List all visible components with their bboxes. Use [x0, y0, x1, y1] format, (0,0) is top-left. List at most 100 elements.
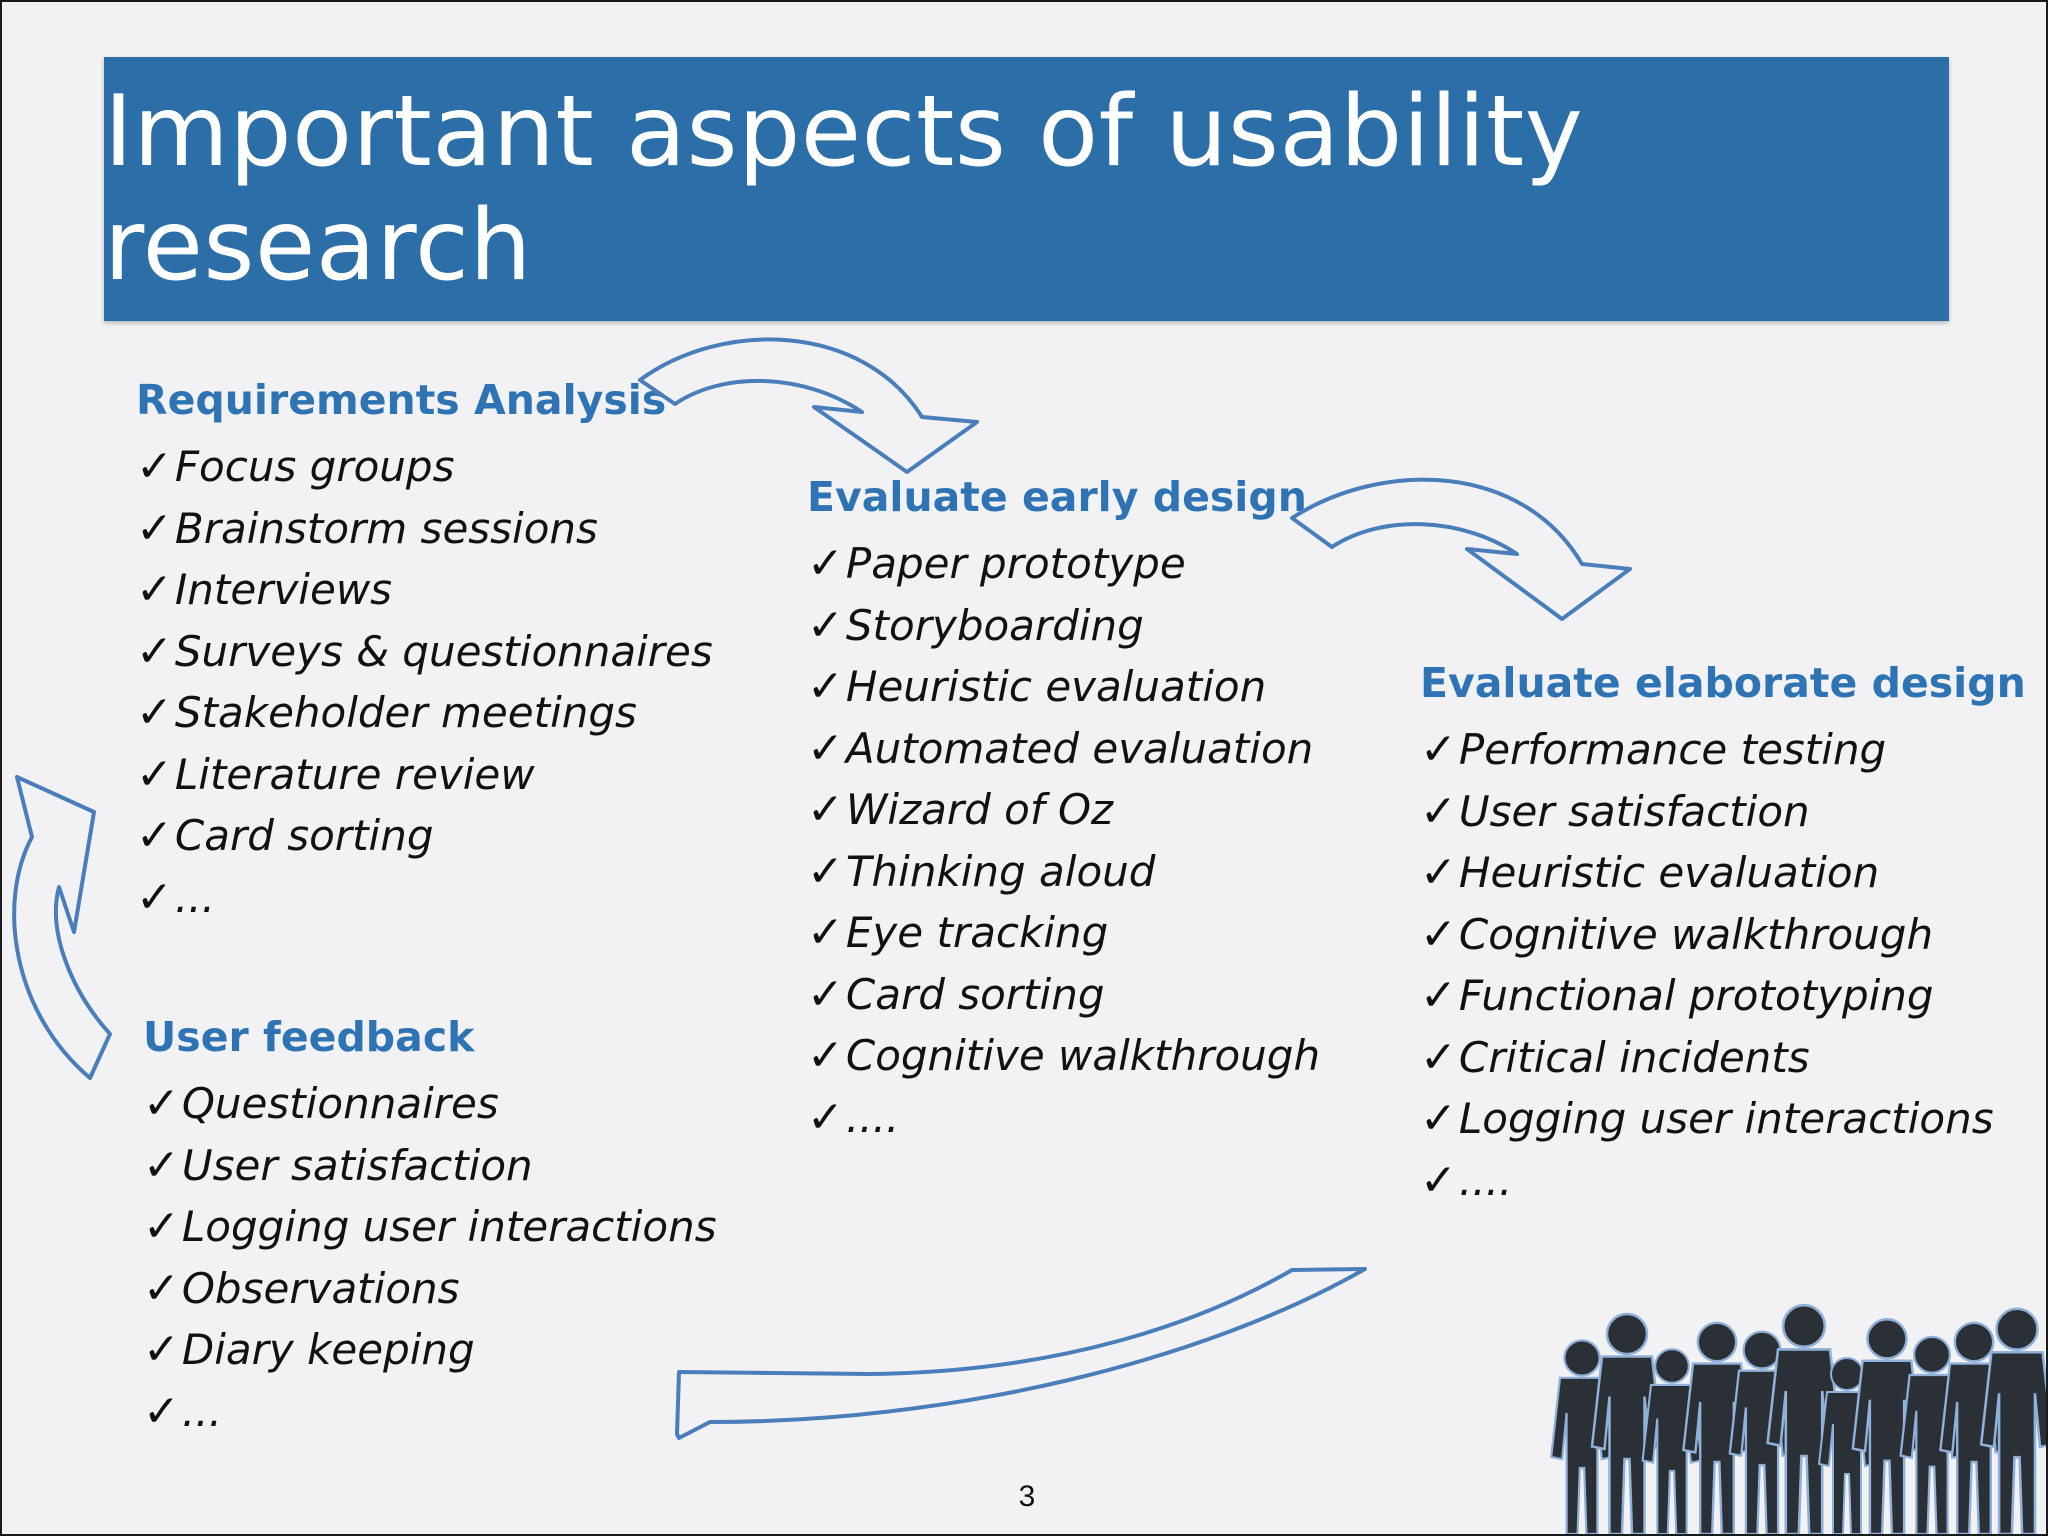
curved-arrow-icon	[675, 1267, 1367, 1440]
list-item-text: Functional prototyping	[1458, 971, 1934, 1020]
list-item-text: Cognitive walkthrough	[845, 1031, 1321, 1080]
list-item: ✓Thinking aloud	[807, 841, 1320, 903]
check-icon: ✓	[143, 1139, 180, 1191]
check-icon: ✓	[807, 784, 844, 835]
section-requirements-analysis: Requirements Analysis ✓Focus groups✓Brai…	[136, 372, 713, 928]
list-item-text: Heuristic evaluation	[845, 662, 1267, 711]
check-icon: ✓	[1420, 1031, 1457, 1083]
list-item-text: Interviews	[174, 565, 393, 614]
list-item-text: Performance testing	[1458, 725, 1887, 774]
list-item-text: Card sorting	[174, 811, 434, 860]
section-evaluate-elaborate-design: Evaluate elaborate design ✓Performance t…	[1420, 655, 2026, 1211]
check-icon: ✓	[136, 687, 173, 738]
list-item: ✓Heuristic evaluation	[807, 656, 1320, 718]
list-item: ✓Logging user interactions	[1420, 1088, 2026, 1150]
list-item-text: Card sorting	[845, 969, 1105, 1019]
list-item: ✓Eye tracking	[807, 902, 1320, 964]
check-icon: ✓	[143, 1324, 180, 1375]
list-item-text: Focus groups	[174, 442, 455, 491]
list-item: ✓Observations	[143, 1258, 717, 1320]
list-item: ✓Focus groups	[136, 436, 713, 498]
list-item: ✓....	[1420, 1150, 2026, 1212]
list-item: ✓Brainstorm sessions	[136, 498, 713, 560]
list-item-text: Stakeholder meetings	[174, 688, 637, 737]
list-item: ✓Performance testing	[1420, 719, 2026, 781]
list-item: ✓Surveys & questionnaires	[136, 621, 713, 683]
list-item: ✓Questionnaires	[143, 1073, 717, 1135]
list-item-text: User satisfaction	[181, 1140, 533, 1190]
check-icon: ✓	[143, 1201, 180, 1252]
check-icon: ✓	[136, 810, 173, 861]
section-heading: Evaluate early design	[807, 473, 1307, 521]
page-number: 3	[1018, 1480, 1036, 1513]
list-item-text: ....	[1458, 1155, 1513, 1205]
list-item: ✓Literature review	[136, 744, 713, 806]
check-icon: ✓	[807, 1091, 844, 1143]
list-item: ✓Logging user interactions	[143, 1196, 717, 1258]
list-item: ✓Interviews	[136, 559, 713, 621]
list-item: ✓User satisfaction	[1420, 781, 2026, 843]
list-item: ✓Diary keeping	[143, 1319, 717, 1381]
list-item: ✓Cognitive walkthrough	[1420, 904, 2026, 966]
list-item: ✓Heuristic evaluation	[1420, 842, 2026, 904]
list-item-text: Paper prototype	[845, 539, 1186, 588]
check-icon: ✓	[136, 748, 173, 800]
list-item-text: Diary keeping	[181, 1325, 475, 1374]
list-item-text: ....	[845, 1092, 900, 1142]
section-list: ✓Focus groups✓Brainstorm sessions✓Interv…	[136, 436, 713, 928]
slide-title: Important aspects of usability research	[104, 75, 1584, 303]
section-list: ✓Paper prototype✓Storyboarding✓Heuristic…	[807, 533, 1320, 1148]
check-icon: ✓	[807, 907, 844, 958]
check-icon: ✓	[136, 625, 173, 677]
check-icon: ✓	[1420, 785, 1457, 837]
check-icon: ✓	[136, 871, 173, 923]
curved-arrow-icon	[12, 775, 112, 1080]
list-item: ✓Cognitive walkthrough	[807, 1025, 1320, 1087]
list-item-text: Cognitive walkthrough	[1458, 909, 1934, 959]
check-icon: ✓	[143, 1078, 180, 1129]
list-item-text: Questionnaires	[181, 1079, 499, 1128]
check-icon: ✓	[807, 538, 844, 589]
list-item-text: Brainstorm sessions	[174, 503, 598, 553]
list-item-text: Automated evaluation	[845, 723, 1314, 773]
list-item-text: Critical incidents	[1458, 1032, 1810, 1082]
list-item: ✓....	[807, 1087, 1320, 1149]
check-icon: ✓	[807, 599, 844, 651]
check-icon: ✓	[1420, 847, 1457, 898]
check-icon: ✓	[807, 1030, 844, 1081]
check-icon: ✓	[143, 1262, 180, 1314]
list-item: ✓Card sorting	[807, 964, 1320, 1026]
title-bar: Important aspects of usability research	[104, 57, 1949, 321]
section-list: ✓Questionnaires✓User satisfaction✓Loggin…	[143, 1073, 717, 1442]
list-item-text: Surveys & questionnaires	[174, 626, 713, 676]
list-item: ✓...	[143, 1381, 717, 1443]
list-item: ✓Critical incidents	[1420, 1027, 2026, 1089]
check-icon: ✓	[807, 845, 844, 897]
list-item: ✓Storyboarding	[807, 595, 1320, 657]
list-item: ✓...	[136, 867, 713, 929]
check-icon: ✓	[136, 502, 173, 554]
section-heading: Requirements Analysis	[136, 376, 667, 424]
curved-arrow-icon	[1290, 477, 1632, 621]
list-item: ✓Wizard of Oz	[807, 779, 1320, 841]
list-item-text: ...	[174, 872, 215, 922]
list-item-text: Logging user interactions	[181, 1202, 717, 1251]
list-item-text: Heuristic evaluation	[1458, 848, 1880, 897]
check-icon: ✓	[807, 722, 844, 774]
curved-arrow-icon	[638, 337, 979, 474]
list-item-text: Wizard of Oz	[845, 785, 1114, 834]
list-item-text: ...	[181, 1386, 222, 1436]
check-icon: ✓	[143, 1385, 180, 1437]
check-icon: ✓	[1420, 1154, 1457, 1206]
check-icon: ✓	[1420, 1093, 1457, 1144]
list-item-text: Literature review	[174, 749, 535, 799]
list-item-text: Storyboarding	[845, 600, 1144, 650]
section-list: ✓Performance testing✓User satisfaction✓H…	[1420, 719, 2026, 1211]
section-evaluate-early-design: Evaluate early design ✓Paper prototype✓S…	[807, 469, 1320, 1148]
section-heading: User feedback	[143, 1013, 475, 1061]
section-heading: Evaluate elaborate design	[1420, 659, 2026, 707]
check-icon: ✓	[1420, 724, 1457, 775]
check-icon: ✓	[807, 661, 844, 712]
